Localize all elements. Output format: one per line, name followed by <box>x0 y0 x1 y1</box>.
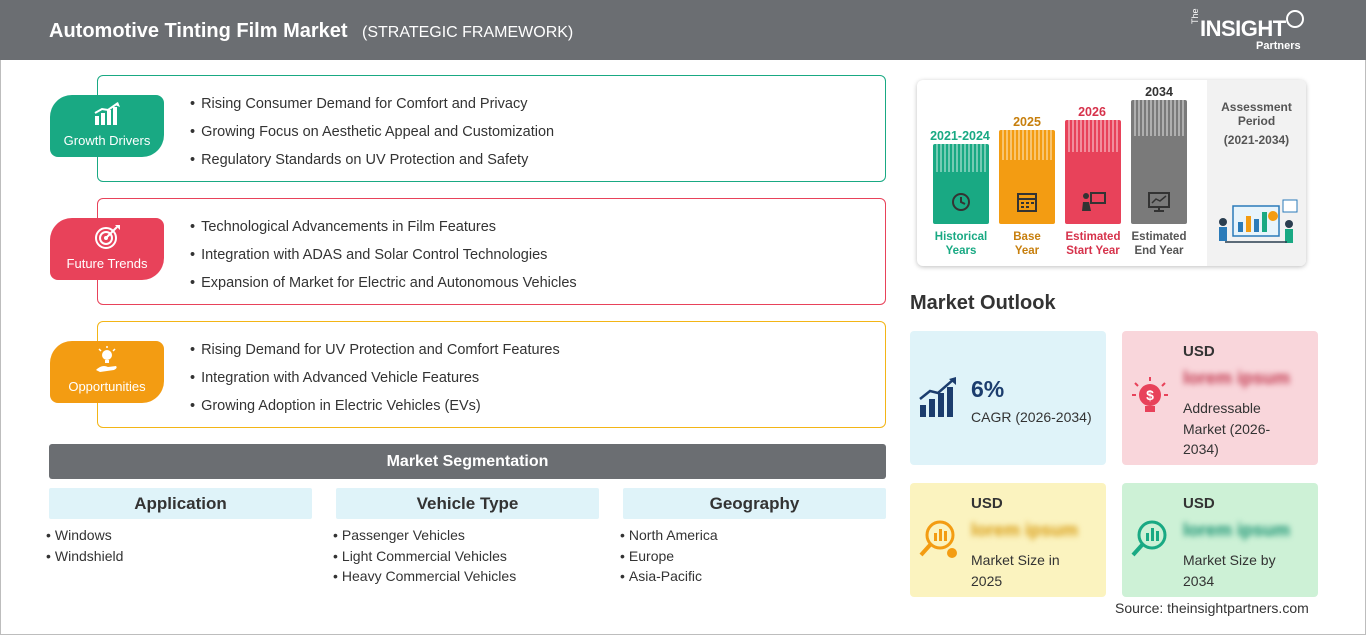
size-2034-currency: USD <box>1183 495 1215 512</box>
list-item: Light Commercial Vehicles <box>333 548 599 569</box>
source-text[interactable]: Source: theinsightpartners.com <box>1115 600 1309 616</box>
market-outlook-title: Market Outlook <box>910 292 1056 314</box>
timeline-year-base: 2025 <box>1013 115 1041 129</box>
future-trends-badge: Future Trends <box>50 218 164 280</box>
logo-ring-icon <box>1286 10 1304 28</box>
list-item: Windows <box>46 527 312 548</box>
logo-partners-text: Partners <box>1256 40 1301 52</box>
list-item: Rising Consumer Demand for Comfort and P… <box>190 94 554 122</box>
timeline-bar-historical <box>933 144 989 224</box>
list-item: Regulatory Standards on UV Protection an… <box>190 150 554 178</box>
monitor-chart-icon <box>1148 192 1170 212</box>
segment-vehicle-type: Vehicle Type Passenger Vehicles Light Co… <box>336 488 599 589</box>
growth-drivers-box: Rising Consumer Demand for Comfort and P… <box>97 75 886 182</box>
segment-geography: Geography North America Europe Asia-Paci… <box>623 488 886 589</box>
list-item: Technological Advancements in Film Featu… <box>190 217 577 245</box>
timeline-bar-start <box>1065 120 1121 224</box>
page-title: Automotive Tinting Film Market <box>49 20 348 42</box>
list-item: North America <box>620 527 886 548</box>
future-trends-box: Technological Advancements in Film Featu… <box>97 198 886 305</box>
list-item: Windshield <box>46 548 312 569</box>
addressable-currency: USD <box>1183 343 1215 360</box>
segment-geography-list: North America Europe Asia-Pacific <box>620 527 886 589</box>
svg-text:$: $ <box>1146 387 1154 403</box>
cagr-card: 6% CAGR (2026-2034) <box>910 331 1106 465</box>
magnifier-chart-icon <box>1131 520 1167 557</box>
size-2025-value: lorem ipsum <box>971 520 1079 540</box>
calendar-icon <box>1017 193 1037 212</box>
size-2025-currency: USD <box>971 495 1003 512</box>
timeline-year-start: 2026 <box>1078 105 1106 119</box>
header-bar: Automotive Tinting Film Market (STRATEGI… <box>0 0 1366 60</box>
opportunities-box: Rising Demand for UV Protection and Comf… <box>97 321 886 428</box>
cagr-value: 6% <box>971 376 1005 402</box>
target-icon <box>50 224 164 250</box>
timeline-year-historical: 2021-2024 <box>930 129 990 143</box>
opportunities-badge: Opportunities <box>50 341 164 403</box>
list-item: Asia-Pacific <box>620 568 886 589</box>
lightbulb-hand-icon <box>50 346 164 373</box>
market-segmentation-header: Market Segmentation <box>49 444 886 479</box>
opportunities-list: Rising Demand for UV Protection and Comf… <box>190 340 560 424</box>
list-item: Integration with ADAS and Solar Control … <box>190 245 577 273</box>
logo-the-text: The <box>1190 8 1200 24</box>
segment-vehicle-type-title: Vehicle Type <box>336 488 599 519</box>
timeline-bar-base <box>999 130 1055 224</box>
timeline-year-end: 2034 <box>1145 85 1173 99</box>
growth-chart-icon <box>50 101 164 127</box>
history-icon <box>952 193 970 211</box>
opportunities-label: Opportunities <box>68 379 146 394</box>
list-item: Expansion of Market for Electric and Aut… <box>190 273 577 301</box>
magnifier-coins-icon <box>919 520 957 558</box>
list-item: Heavy Commercial Vehicles <box>333 568 599 589</box>
assessment-period-range: (2021-2034) <box>1223 133 1290 147</box>
logo-insight-text: INSIGHT <box>1200 16 1286 41</box>
growth-bars-icon <box>919 377 956 417</box>
growth-drivers-label: Growth Drivers <box>63 133 151 148</box>
future-trends-list: Technological Advancements in Film Featu… <box>190 217 577 301</box>
future-trends-label: Future Trends <box>66 256 148 271</box>
segment-application-list: Windows Windshield <box>46 527 312 568</box>
list-item: Passenger Vehicles <box>333 527 599 548</box>
growth-drivers-list: Rising Consumer Demand for Comfort and P… <box>190 94 554 178</box>
segment-geography-title: Geography <box>623 488 886 519</box>
list-item: Europe <box>620 548 886 569</box>
segment-application-title: Application <box>49 488 312 519</box>
cagr-label: CAGR (2026-2034) <box>971 409 1092 425</box>
page-subtitle: (STRATEGIC FRAMEWORK) <box>362 24 574 41</box>
timeline-bar-end <box>1131 100 1187 224</box>
presentation-icon <box>1082 192 1106 211</box>
size-2034-value: lorem ipsum <box>1183 520 1291 540</box>
list-item: Integration with Advanced Vehicle Featur… <box>190 368 560 396</box>
dollar-bulb-icon: $ <box>1132 377 1168 412</box>
addressable-value: lorem ipsum <box>1183 368 1291 388</box>
list-item: Growing Adoption in Electric Vehicles (E… <box>190 396 560 424</box>
segment-application: Application Windows Windshield <box>49 488 312 568</box>
segment-vehicle-type-list: Passenger Vehicles Light Commercial Vehi… <box>333 527 599 589</box>
growth-drivers-badge: Growth Drivers <box>50 95 164 157</box>
list-item: Growing Focus on Aesthetic Appeal and Cu… <box>190 122 554 150</box>
insight-partners-logo[interactable]: The INSIGHT Partners <box>1190 8 1310 54</box>
list-item: Rising Demand for UV Protection and Comf… <box>190 340 560 368</box>
analytics-illustration-icon <box>1219 199 1298 243</box>
